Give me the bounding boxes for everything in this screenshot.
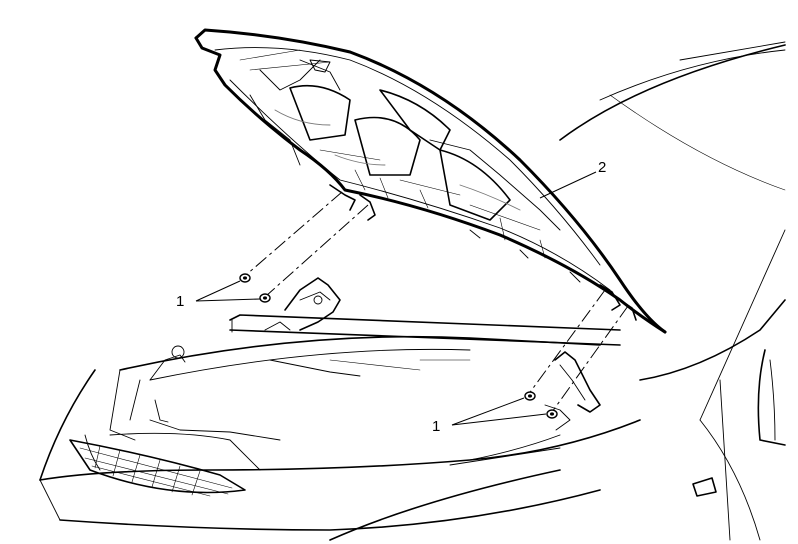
bolt-icon bbox=[259, 293, 271, 303]
alignment-lines bbox=[245, 191, 629, 413]
hinge-left bbox=[264, 277, 341, 331]
bolt-icon bbox=[239, 273, 251, 283]
bolt-icon bbox=[524, 391, 536, 401]
callout-hinge-bolts-left: 1 bbox=[176, 293, 184, 310]
leader-lines bbox=[195, 171, 597, 426]
vehicle-body bbox=[39, 41, 786, 541]
bolt-icon bbox=[546, 409, 558, 419]
hood-panel bbox=[194, 28, 667, 334]
hinge-right bbox=[544, 351, 601, 431]
callout-hinge-bolts-right: 1 bbox=[432, 418, 440, 435]
callout-hood-panel: 2 bbox=[598, 159, 606, 176]
hinge-bolts bbox=[239, 273, 558, 419]
